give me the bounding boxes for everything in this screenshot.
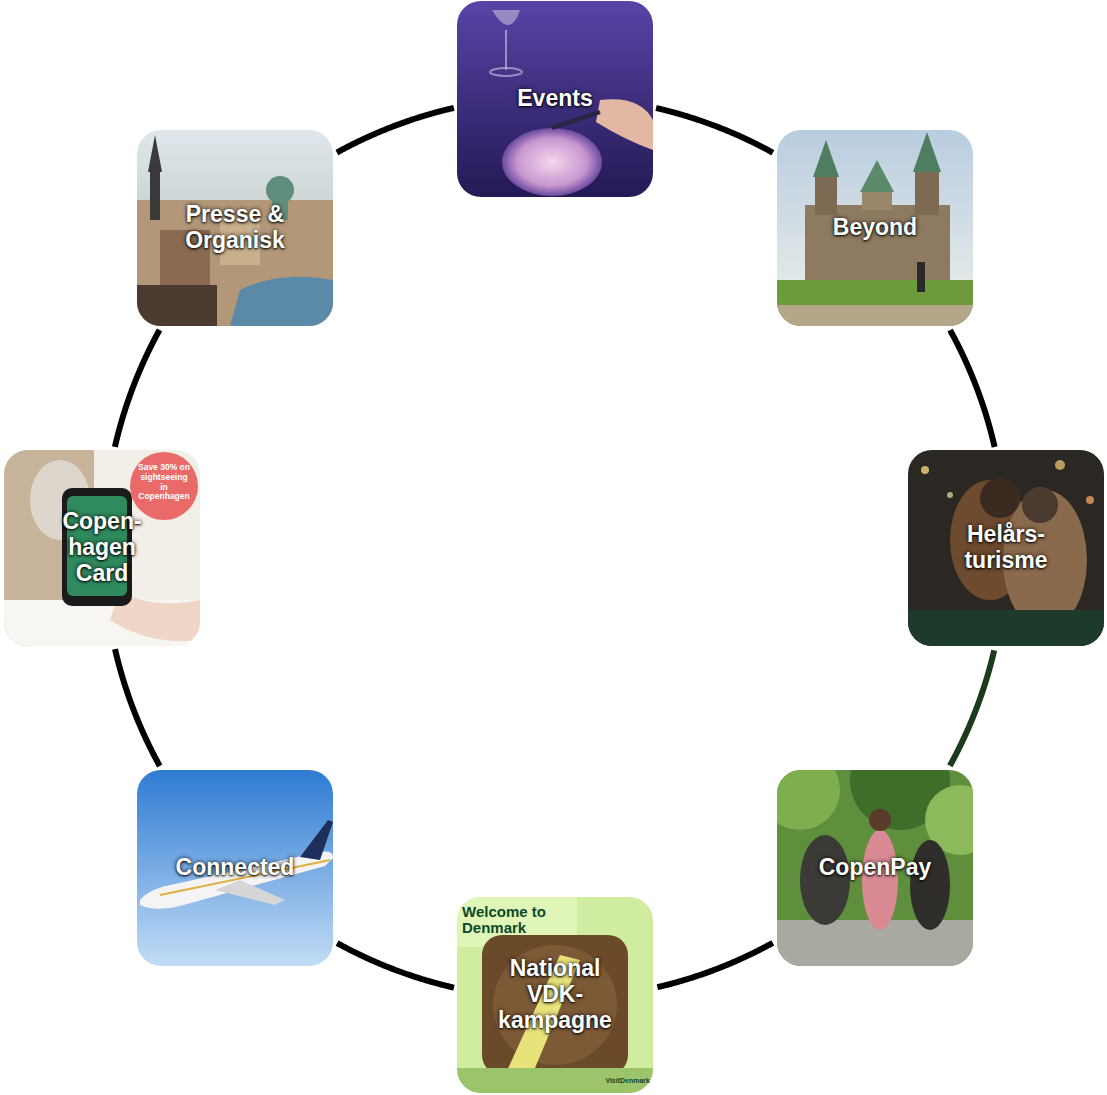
photo-shape xyxy=(150,170,160,220)
photo-shape xyxy=(137,130,333,326)
photo-caption: VisitDenmark xyxy=(604,1077,650,1084)
photo-shape xyxy=(137,200,333,326)
photo-shape xyxy=(869,809,891,831)
tile-title: Connected xyxy=(150,855,320,881)
tile-title: National VDK- kampagne xyxy=(490,956,620,1033)
photo-shape xyxy=(777,305,973,326)
image-tile: Presse & Organisk xyxy=(137,130,333,326)
cycle-arc xyxy=(950,330,995,447)
photo-shape xyxy=(947,492,953,498)
cycle-arc xyxy=(337,108,454,153)
photo-shape xyxy=(230,277,333,326)
events-photo xyxy=(457,1,653,197)
photo-shape xyxy=(482,935,628,1075)
copenpay-photo xyxy=(777,770,973,966)
photo-shape xyxy=(552,112,600,128)
photo-shape xyxy=(862,190,892,210)
photo-shape xyxy=(915,170,939,215)
photo-shape xyxy=(137,285,217,326)
photo-shape xyxy=(980,478,1020,518)
photo-shape xyxy=(148,135,162,172)
image-tile: Helårs- turisme xyxy=(908,450,1104,646)
photo-shape xyxy=(596,99,653,150)
beyond-photo xyxy=(777,130,973,326)
helaarsturisme-photo xyxy=(908,450,1104,646)
image-tile: CopenPay xyxy=(777,770,973,966)
photo-shape xyxy=(813,140,839,177)
photo-shape xyxy=(457,1,653,197)
photo-shape xyxy=(140,852,333,909)
photo-shape xyxy=(908,610,1104,646)
photo-shape xyxy=(777,130,973,326)
photo-shape xyxy=(815,175,837,215)
photo-caption: Save 30% on sightseeing in Copenhagen xyxy=(136,463,192,502)
photo-shape xyxy=(215,880,285,905)
photo-shape xyxy=(777,280,973,326)
tile-title: Presse & Organisk xyxy=(160,202,310,254)
image-tile: Events xyxy=(457,1,653,197)
photo-shape xyxy=(490,68,522,76)
photo-shape xyxy=(492,10,520,25)
cycle-arc xyxy=(337,943,454,988)
photo-shape xyxy=(917,262,925,292)
cycle-arc xyxy=(115,649,160,766)
tile-title: Events xyxy=(470,86,640,112)
cycle-arc xyxy=(115,330,160,447)
cycle-arc xyxy=(950,650,994,765)
photo-shape xyxy=(777,770,840,830)
cycle-arc xyxy=(657,943,772,987)
connected-photo xyxy=(137,770,333,966)
photo-shape xyxy=(4,450,200,646)
copenhagen-card-photo xyxy=(4,450,200,646)
photo-shape xyxy=(908,450,1104,646)
cycle-arc xyxy=(656,108,773,153)
image-tile: Beyond xyxy=(777,130,973,326)
photo-shape xyxy=(1055,460,1065,470)
photo-shape xyxy=(300,820,333,860)
photo-shape xyxy=(457,1068,653,1093)
tile-title: Copen- hagen Card xyxy=(54,509,150,586)
photo-shape xyxy=(921,466,929,474)
photo-shape xyxy=(1022,487,1058,523)
tile-title: Helårs- turisme xyxy=(941,522,1071,574)
photo-shape xyxy=(137,770,333,966)
photo-shape xyxy=(913,132,941,172)
tile-title: CopenPay xyxy=(790,855,960,881)
photo-shape xyxy=(505,30,507,70)
photo-shape xyxy=(860,160,894,192)
presse-photo xyxy=(137,130,333,326)
image-tile: Connected xyxy=(137,770,333,966)
photo-caption: Welcome to Denmark xyxy=(462,904,570,936)
photo-shape xyxy=(1086,496,1094,504)
tile-title: Beyond xyxy=(790,215,960,241)
national-campaign-photo xyxy=(457,897,653,1093)
photo-shape xyxy=(502,128,602,196)
photo-shape xyxy=(910,840,950,930)
photo-shape xyxy=(457,897,653,1093)
